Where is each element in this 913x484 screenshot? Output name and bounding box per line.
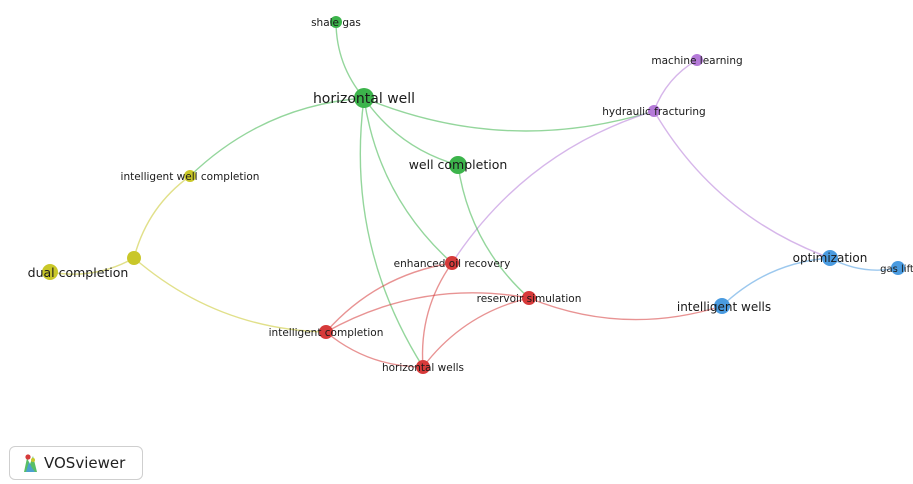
- edge-horizontal-well-horizontal-wells: [359, 97, 424, 368]
- node-label-horizontal-wells: horizontal wells: [382, 362, 464, 374]
- node-label-optimization: optimization: [793, 251, 868, 265]
- edges-layer: [49, 21, 899, 368]
- node-hydraulic-fracturing[interactable]: [648, 105, 660, 117]
- node-gas-lift[interactable]: [891, 261, 905, 275]
- edge-horizontal-well-well-completion: [363, 97, 459, 166]
- node-reservoir-simulation[interactable]: [522, 291, 536, 305]
- node-enhanced-oil-recovery[interactable]: [445, 256, 459, 270]
- edge-machine-learning-hydraulic-fracturing: [653, 59, 698, 112]
- labels-layer: shale gas horizontal well well completion m…: [28, 17, 913, 374]
- edge-yellow-hub-intelligent-completion: [133, 257, 327, 333]
- node-intelligent-wells[interactable]: [714, 298, 730, 314]
- edge-enhanced-oil-recovery-horizontal-wells: [421, 262, 453, 368]
- nodes-layer: [42, 16, 905, 374]
- node-label-reservoir-simulation: reservoir simulation: [477, 293, 582, 305]
- node-label-machine-learning: machine learning: [651, 55, 742, 67]
- node-intelligent-completion[interactable]: [319, 325, 333, 339]
- node-horizontal-well[interactable]: [354, 88, 374, 108]
- node-label-horizontal-well: horizontal well: [313, 91, 415, 107]
- node-label-intelligent-completion: intelligent completion: [269, 327, 384, 339]
- vosviewer-logo-text: VOSviewer: [44, 454, 126, 472]
- node-label-well-completion: well completion: [409, 157, 508, 172]
- node-intelligent-well-completion[interactable]: [184, 170, 196, 182]
- node-label-dual-completion: dual completion: [28, 265, 129, 280]
- edge-horizontal-well-enhanced-oil-recovery: [363, 97, 453, 264]
- vosviewer-logo: VOSviewer: [9, 446, 143, 480]
- node-label-intelligent-wells: intelligent wells: [677, 300, 771, 314]
- edge-reservoir-simulation-horizontal-wells: [422, 297, 530, 368]
- edge-horizontal-well-hydraulic-fracturing: [363, 97, 655, 132]
- node-horizontal-wells[interactable]: [416, 360, 430, 374]
- node-dual-completion[interactable]: [42, 264, 58, 280]
- node-label-gas-lift: gas lift: [880, 264, 913, 275]
- edge-hydraulic-fracturing-enhanced-oil-recovery: [451, 110, 655, 264]
- node-machine-learning[interactable]: [691, 54, 703, 66]
- node-shale-gas[interactable]: [330, 16, 342, 28]
- edge-enhanced-oil-recovery-intelligent-completion: [325, 262, 453, 333]
- edge-shale-gas-horizontal-well: [335, 21, 365, 99]
- edge-well-completion-reservoir-simulation: [457, 164, 530, 299]
- node-label-enhanced-oil-recovery: enhanced oil recovery: [394, 258, 511, 270]
- edge-optimization-intelligent-wells: [721, 257, 831, 307]
- edge-horizontal-well-intelligent-well-completion: [189, 97, 365, 177]
- edge-hydraulic-fracturing-optimization: [653, 110, 831, 259]
- node-yellow-hub[interactable]: [127, 251, 141, 265]
- vosviewer-logo-icon: [24, 454, 37, 472]
- edge-intelligent-well-completion-yellow-hub: [133, 175, 191, 259]
- edge-intelligent-completion-horizontal-wells: [325, 331, 424, 368]
- node-optimization[interactable]: [822, 250, 838, 266]
- node-well-completion[interactable]: [449, 156, 467, 174]
- node-label-shale-gas: shale gas: [311, 17, 361, 29]
- node-label-hydraulic-fracturing: hydraulic fracturing: [602, 106, 705, 118]
- node-label-intelligent-well-completion: intelligent well completion: [121, 171, 260, 183]
- edge-reservoir-simulation-intelligent-completion: [325, 292, 530, 333]
- edge-reservoir-simulation-intelligent-wells: [528, 297, 723, 321]
- edge-dual-completion-yellow-hub: [49, 257, 135, 275]
